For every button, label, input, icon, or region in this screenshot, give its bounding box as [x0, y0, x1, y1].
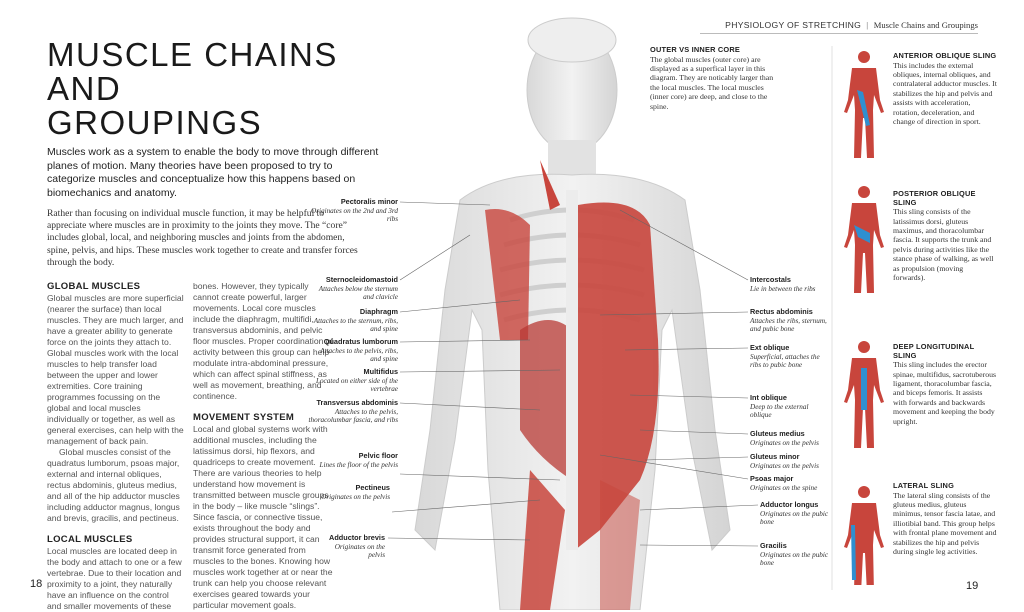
muscle-layer: [485, 160, 659, 610]
section-title: PHYSIOLOGY OF STRETCHING: [725, 20, 862, 30]
anatomy-figure: [414, 17, 731, 610]
column-1: GLOBAL MUSCLES Global muscles are more s…: [47, 281, 185, 612]
header-rule: [700, 33, 978, 34]
sling-figure-3: [844, 486, 884, 585]
sling-figures: [844, 51, 884, 585]
global-text: Global muscles are more superficial (nea…: [47, 293, 184, 447]
local-heading: LOCAL MUSCLES: [47, 534, 133, 546]
page-number-left: 18: [30, 578, 43, 590]
intro-secondary: Rather than focusing on individual muscl…: [47, 208, 358, 268]
global-heading: GLOBAL MUSCLES: [47, 281, 141, 293]
running-header: PHYSIOLOGY OF STRETCHING|Muscle Chains a…: [725, 20, 978, 30]
column-2: bones. However, they typically cannot cr…: [193, 281, 333, 612]
sling-figure-2: [844, 341, 884, 448]
page-number-right: 19: [966, 580, 979, 592]
chapter-title: Muscle Chains and Groupings: [873, 20, 978, 30]
movement-text: Local and global systems work with addit…: [193, 424, 333, 611]
text-columns: GLOBAL MUSCLES Global muscles are more s…: [47, 281, 382, 612]
page-title: MUSCLE CHAINS AND GROUPINGS: [47, 36, 338, 141]
local-text-cont: bones. However, they typically cannot cr…: [193, 281, 333, 402]
movement-heading: MOVEMENT SYSTEM: [193, 412, 295, 424]
left-page-content: MUSCLE CHAINS AND GROUPINGS Muscles work…: [47, 38, 382, 612]
sling-figure-1: [844, 186, 884, 293]
global-text-2: Global muscles consist of the quadratus …: [47, 447, 180, 524]
intro-paragraph: Muscles work as a system to enable the b…: [47, 146, 379, 199]
local-text: Local muscles are located deep in the bo…: [47, 546, 182, 612]
sling-figure-0: [844, 51, 884, 158]
